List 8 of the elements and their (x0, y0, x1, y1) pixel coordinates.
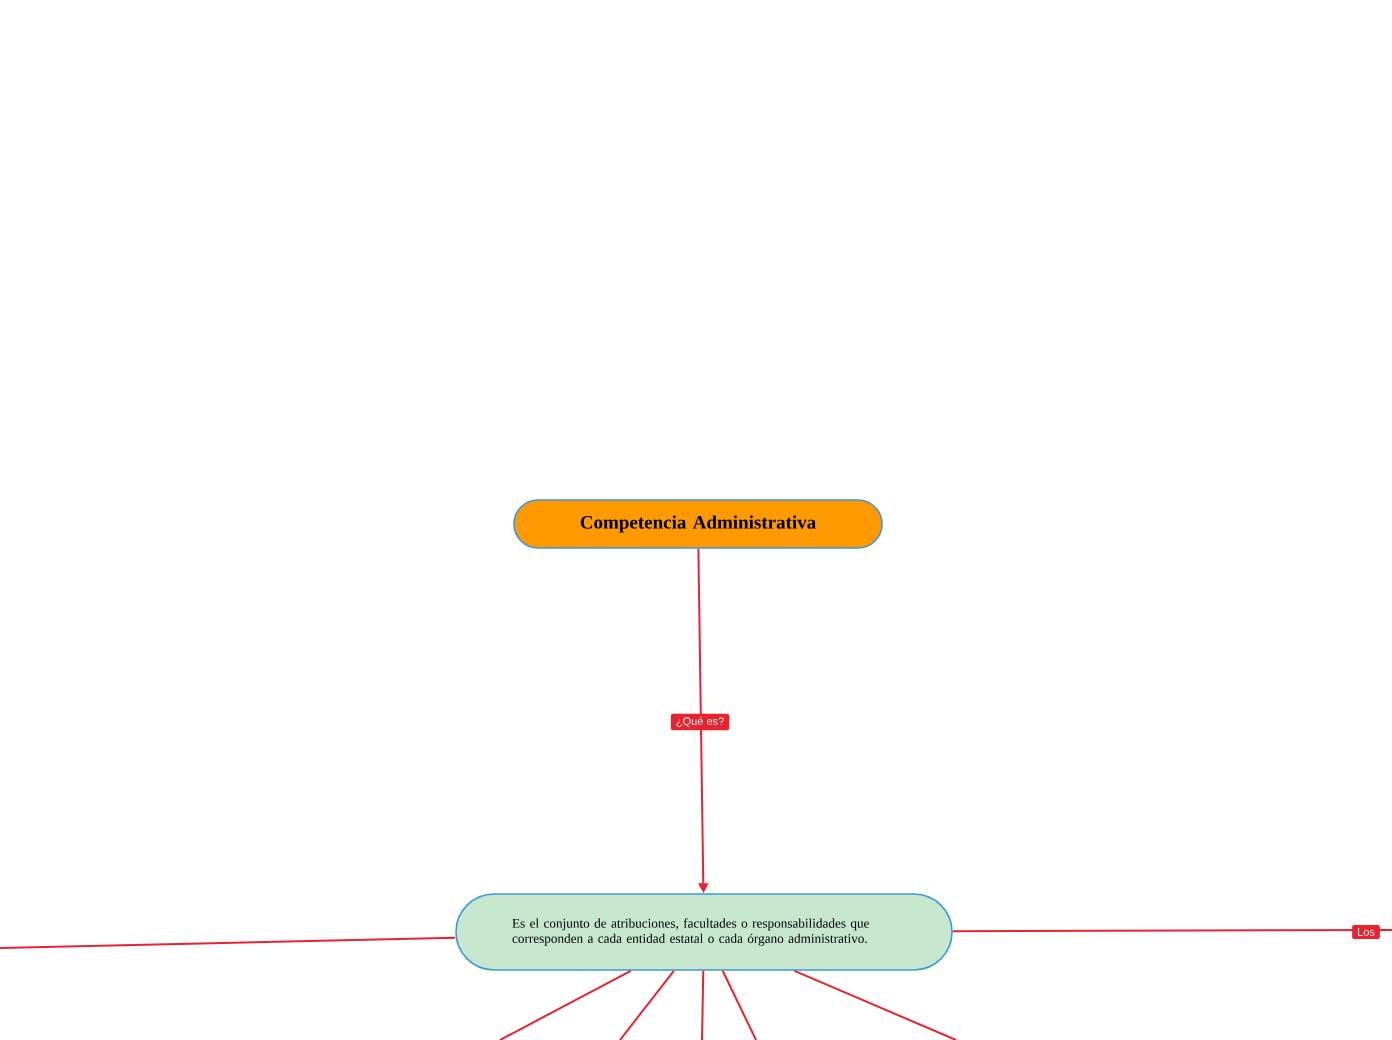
connector-line (619, 969, 675, 1040)
title-box: Competencia Administrativa (513, 499, 883, 549)
connector-line (701, 969, 705, 1040)
connector-line (793, 969, 957, 1040)
connector-line (499, 969, 632, 1040)
connector-line (0, 936, 457, 949)
connector-line (721, 969, 757, 1040)
connector-line (951, 929, 1392, 933)
